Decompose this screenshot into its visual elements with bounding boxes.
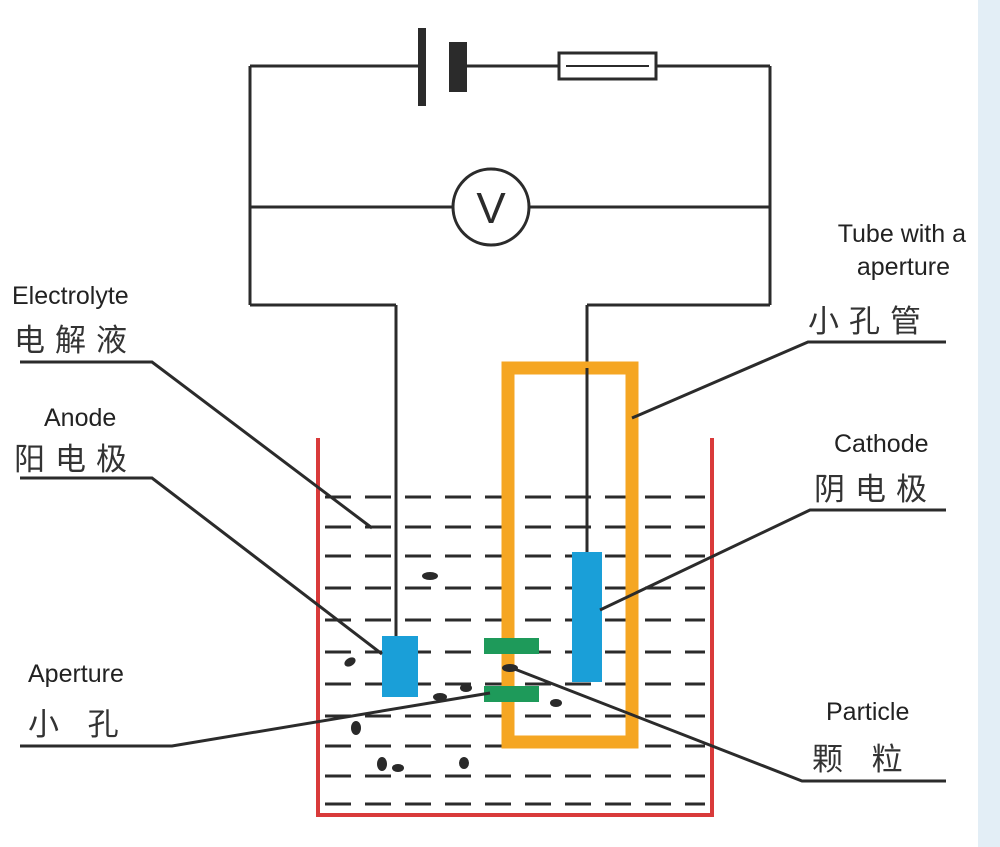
particle: [377, 757, 387, 771]
anode-electrode: [382, 636, 418, 697]
tube-label-line2: aperture: [857, 253, 950, 281]
beaker: [316, 438, 714, 817]
voltmeter-icon: V: [451, 167, 531, 247]
particle-label-zh: 颗 粒: [812, 742, 913, 777]
particle: [459, 757, 469, 769]
leader-lines: [20, 340, 946, 783]
frame-strip: [978, 0, 1000, 847]
anode-label-zh: 阳电极: [14, 442, 137, 477]
battery-short-plate: [449, 42, 467, 92]
particle-label: Particle: [826, 698, 909, 726]
cathode-label-zh: 阴电极: [814, 472, 937, 507]
electrolyte-leader: [20, 360, 373, 530]
aperture-tube: [501, 361, 639, 749]
particle: [460, 684, 472, 692]
aperture-plate-lower: [484, 686, 539, 702]
particle: [392, 764, 404, 772]
particle-leader: [511, 666, 946, 783]
particle: [351, 721, 361, 735]
cathode-label: Cathode: [834, 430, 929, 458]
battery-long-plate: [418, 28, 426, 106]
aperture-plate-upper: [484, 638, 539, 654]
particle: [422, 572, 438, 580]
battery-icon: [418, 28, 467, 106]
resistor-icon: [557, 51, 658, 81]
voltmeter-symbol: V: [476, 184, 506, 233]
cathode-electrode: [572, 552, 602, 682]
tube-label-line1: Tube with a: [838, 220, 966, 248]
anode-leader: [20, 476, 383, 656]
tube-label-zh: 小孔管: [808, 304, 931, 339]
tube-leader: [631, 340, 946, 420]
aperture-label-zh: 小 孔: [28, 707, 129, 742]
particles: [344, 572, 562, 772]
aperture-leader: [20, 691, 491, 748]
anode-label: Anode: [44, 404, 116, 432]
particle: [433, 693, 447, 701]
electrolyte-label-zh: 电解液: [14, 323, 137, 358]
aperture-label: Aperture: [28, 660, 124, 688]
particle: [550, 699, 562, 707]
particle: [344, 657, 356, 667]
cathode-leader: [599, 508, 946, 612]
electrolyte-label: Electrolyte: [12, 282, 129, 310]
